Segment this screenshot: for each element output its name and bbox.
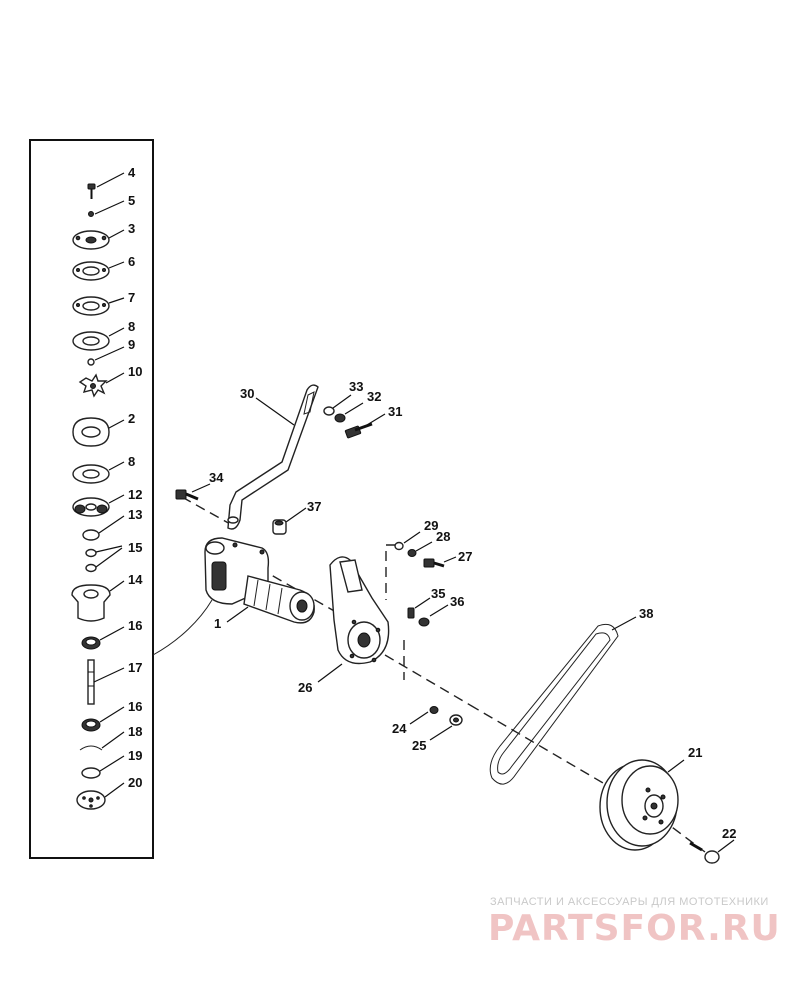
label-1: 1 [214,616,221,631]
plate-part-7 [72,296,110,316]
bolt-part-31 [344,422,373,439]
housing-part-2 [72,417,110,447]
label-9: 9 [128,337,135,352]
plate-part-12 [72,497,110,517]
gasket-part-8b [72,464,110,484]
adjusting-bracket-part-30 [227,384,319,530]
label-29: 29 [424,518,438,533]
label-33: 33 [349,379,363,394]
washer-part-5 [88,211,94,217]
label-36: 36 [450,594,464,609]
watermark-brand: PARTSFOR.RU [488,908,781,949]
part-labels: 4 5 3 6 7 8 9 10 2 8 12 13 15 14 16 17 1… [128,165,736,841]
washer-part-33 [323,406,335,416]
label-18: 18 [128,724,142,739]
label-17: 17 [128,660,142,675]
label-38: 38 [639,606,653,621]
bolt-part-27 [423,558,445,568]
watermark: ЗАПЧАСТИ И АКСЕССУАРЫ ДЛЯ МОТОТЕХНИКИ PA… [488,896,781,949]
bolt-part-34 [175,489,199,501]
label-12: 12 [128,487,142,502]
label-19: 19 [128,748,142,763]
main-leaders [191,394,735,853]
label-8a: 8 [128,319,135,334]
label-14: 14 [128,572,143,587]
bearing-part-16b [81,718,101,732]
inset-parts [71,183,111,810]
label-27: 27 [458,549,472,564]
label-37: 37 [307,499,321,514]
label-22: 22 [722,826,736,841]
housing-part-14 [71,584,111,622]
label-8b: 8 [128,454,135,469]
washer-part-29 [394,541,404,551]
inset-leaders [93,172,125,798]
label-4: 4 [128,165,136,180]
gasket-part-6 [72,261,110,281]
label-31: 31 [388,404,402,419]
label-26: 26 [298,680,312,695]
washer-part-28 [407,549,417,557]
screw-part-4 [87,183,96,199]
key-part-9 [87,358,95,366]
drive-belt-part-38 [489,623,619,785]
seal-part-15a [85,548,97,558]
label-10: 10 [128,364,142,379]
label-5: 5 [128,193,135,208]
label-3: 3 [128,221,135,236]
inset-frame [29,139,154,859]
gasket-part-8a [72,331,110,351]
pulley-part-21 [599,759,679,851]
label-35: 35 [431,586,445,601]
washer-part-19 [81,767,101,779]
label-32: 32 [367,389,381,404]
label-16a: 16 [128,618,142,633]
label-2: 2 [128,411,135,426]
bolt-part-22 [689,841,720,864]
shaft-part-17 [87,659,95,705]
oring-part-13 [82,529,100,541]
label-21: 21 [688,745,702,760]
label-16b: 16 [128,699,142,714]
bearing-part-16a [81,636,101,650]
stud-part-35 [407,607,415,619]
mounting-bracket-part-26 [329,556,390,665]
label-34: 34 [209,470,224,485]
nut-part-36 [418,617,430,627]
label-7: 7 [128,290,135,305]
plate-part-3 [72,230,110,250]
plate-part-20 [76,790,106,810]
ring-part-18 [79,745,103,751]
label-24: 24 [392,721,407,736]
pump-assembly-part-1 [204,537,315,624]
label-30: 30 [240,386,254,401]
label-6: 6 [128,254,135,269]
label-13: 13 [128,507,142,522]
impeller-part-10 [78,373,108,398]
label-25: 25 [412,738,426,753]
label-28: 28 [436,529,450,544]
label-20: 20 [128,775,142,790]
seal-part-15b [85,563,97,573]
watermark-tagline: ЗАПЧАСТИ И АКСЕССУАРЫ ДЛЯ МОТОТЕХНИКИ [490,896,769,908]
washer-part-32 [334,413,346,423]
washer-part-24 [429,706,439,714]
inset-connector-line [152,599,213,656]
spacer-part-37 [272,519,287,535]
nut-part-25 [449,714,463,726]
label-15: 15 [128,540,142,555]
